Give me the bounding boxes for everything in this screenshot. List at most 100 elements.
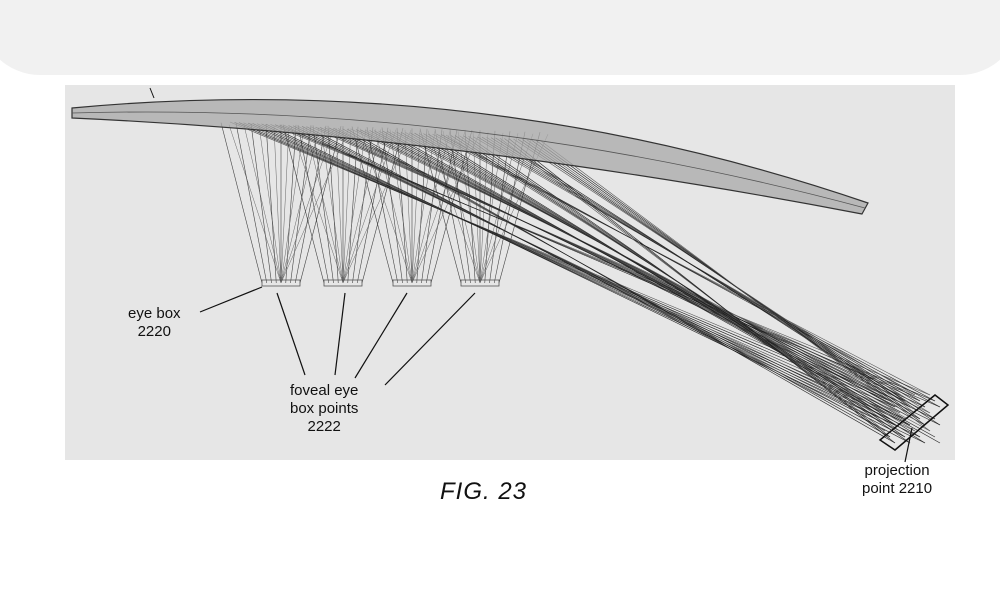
projection-ray xyxy=(238,122,896,408)
eye-ray xyxy=(280,128,350,284)
projection-ray xyxy=(508,138,896,444)
projection-ray xyxy=(373,130,926,426)
projection-ray xyxy=(292,125,896,426)
foveal-points-label: foveal eye box points 2222 xyxy=(290,382,358,436)
projection-ray xyxy=(234,121,891,402)
projection-point-label: projection point 2210 xyxy=(862,462,932,498)
eye-ray xyxy=(258,125,282,284)
eye-ray xyxy=(411,130,421,284)
projection-ray xyxy=(468,136,911,444)
projection-ray xyxy=(306,126,911,444)
projection-ray xyxy=(364,129,916,414)
projection-ray xyxy=(342,128,891,438)
projection-ray xyxy=(252,123,911,426)
eye-box-number: 2220 xyxy=(137,323,171,340)
projection-text: projection xyxy=(864,462,930,479)
eye-box-point xyxy=(323,279,363,287)
projection-point-marker xyxy=(878,394,950,451)
eye-ray xyxy=(342,128,367,284)
eye-box-points xyxy=(261,279,500,287)
projection-ray xyxy=(369,130,921,420)
eye-ray xyxy=(396,127,408,284)
projection-ray xyxy=(378,130,931,432)
eye-ray xyxy=(342,129,412,284)
lens-element xyxy=(71,98,869,215)
projection-ray xyxy=(355,129,906,402)
projection-ray xyxy=(256,123,916,432)
eye-ray xyxy=(351,126,394,284)
projection-number: point 2210 xyxy=(862,480,933,497)
eye-ray xyxy=(411,131,451,284)
eye-ray xyxy=(220,122,263,284)
eye-box-text: eye box xyxy=(128,305,181,322)
projection-ray xyxy=(391,131,886,396)
projection-ray xyxy=(247,122,906,420)
eye-ray xyxy=(434,128,467,284)
projection-ray xyxy=(436,134,936,402)
projection-ray xyxy=(441,134,941,408)
projection-ray xyxy=(382,130,936,438)
eye-ray xyxy=(342,129,397,284)
eye-ray xyxy=(265,123,277,284)
projection-ray xyxy=(396,131,891,402)
projection-ray xyxy=(346,128,896,444)
projection-ray xyxy=(495,137,941,426)
eye-ray xyxy=(404,129,413,284)
eye-ray xyxy=(250,123,272,284)
eye-ray xyxy=(419,128,462,284)
projection-ray xyxy=(297,125,901,432)
projection-ray xyxy=(288,125,891,420)
eye-ray xyxy=(299,126,342,284)
eye-ray xyxy=(280,126,305,284)
projection-ray xyxy=(504,138,891,438)
projection-ray xyxy=(243,122,901,414)
projection-ray xyxy=(535,140,926,426)
projection-ray xyxy=(265,123,926,444)
eye-ray xyxy=(449,129,471,284)
eye-ray xyxy=(411,132,481,284)
eye-ray xyxy=(416,128,428,284)
projection-ray xyxy=(310,126,916,396)
projection-ray xyxy=(360,129,911,408)
projection-ray xyxy=(427,133,926,444)
figure-caption: FIG. 23 xyxy=(440,478,528,505)
foveal-text-2: box points xyxy=(290,400,359,417)
eye-box-point xyxy=(392,279,432,287)
projection-ray xyxy=(283,124,886,414)
light-rays xyxy=(220,121,941,444)
lens-midline xyxy=(71,111,866,209)
leader-lines xyxy=(199,286,913,463)
eye-ray xyxy=(472,131,481,284)
eye-box-label: eye box 2220 xyxy=(128,305,181,341)
eye-ray xyxy=(235,123,268,284)
eye-ray xyxy=(282,124,325,284)
eye-ray xyxy=(228,124,282,284)
projection-ray xyxy=(432,133,931,396)
projection-ray xyxy=(405,132,901,414)
lens-leader-line xyxy=(149,87,155,99)
projection-ray xyxy=(301,126,906,438)
projection-ray xyxy=(499,137,886,432)
eye-ray xyxy=(290,125,312,284)
projection-ray xyxy=(540,140,931,432)
projection-ray xyxy=(315,126,921,402)
eye-ray xyxy=(320,127,344,284)
foveal-number: 2222 xyxy=(307,418,341,435)
eye-box-point xyxy=(261,279,301,287)
eye-ray xyxy=(280,126,290,284)
eye-ray xyxy=(430,130,473,284)
projection-ray xyxy=(337,128,886,432)
projection-ray xyxy=(351,129,901,396)
eye-ray xyxy=(359,128,413,284)
eye-ray xyxy=(327,125,339,284)
eye-ray xyxy=(294,125,327,284)
eye-ray xyxy=(290,126,344,284)
eye-ray xyxy=(273,125,282,284)
projection-ray xyxy=(400,131,896,408)
eye-ray xyxy=(335,127,344,284)
foveal-text-1: foveal eye xyxy=(290,382,359,399)
eye-box-point xyxy=(460,279,500,287)
eye-ray xyxy=(389,129,413,284)
